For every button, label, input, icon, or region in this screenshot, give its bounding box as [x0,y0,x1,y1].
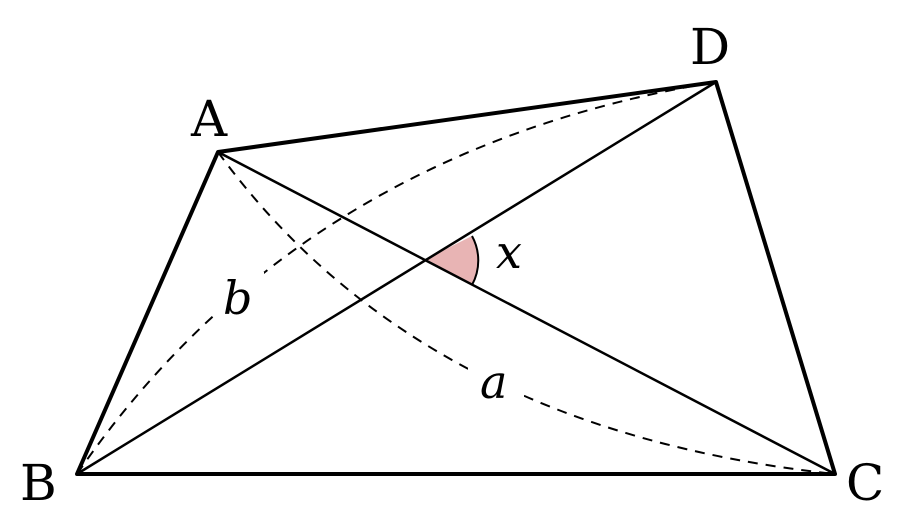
diagonal-bd [76,80,717,476]
angle-x-sector [426,236,479,285]
arc-label-a: a [480,355,507,409]
vertex-label-c: C [846,454,884,512]
arc-b-dashed [76,81,717,475]
arc-a-dashed [217,151,836,475]
vertex-label-a: A [190,90,228,148]
label-b-backdrop [214,272,264,328]
label-a-backdrop [468,356,524,412]
diagonal-ac [217,150,836,476]
quadrilateral-abcd [75,80,837,476]
angle-x-arc [471,235,480,286]
vertex-label-d: D [690,18,730,76]
angle-label-x: x [496,225,522,279]
vertex-label-b: B [20,454,57,512]
arc-label-b: b [223,271,252,325]
